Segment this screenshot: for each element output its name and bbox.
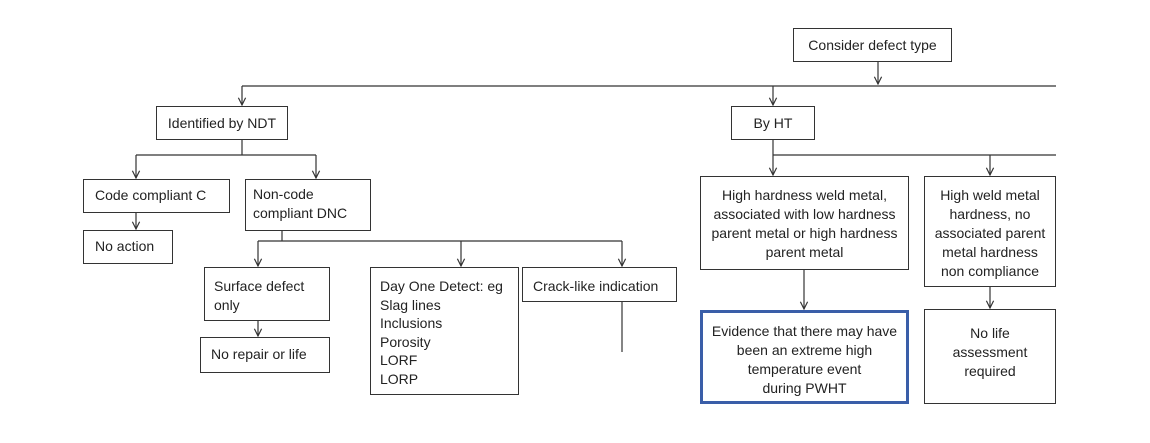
node-by-ht: By HT (731, 106, 815, 140)
node-no-repair-or-life: No repair or life (200, 337, 330, 373)
node-no-action: No action (83, 230, 173, 264)
node-non-code-compliant: Non-code compliant DNC (245, 179, 371, 231)
node-no-life-assessment: No life assessment required (924, 309, 1056, 404)
node-code-compliant-c: Code compliant C (83, 179, 230, 213)
node-crack-like-indication: Crack-like indication (522, 267, 677, 302)
node-identified-by-ndt: Identified by NDT (156, 106, 288, 140)
node-day-one-detect: Day One Detect: eg Slag lines Inclusions… (370, 267, 519, 395)
node-consider-defect-type: Consider defect type (793, 28, 952, 62)
node-high-weld-metal-hardness: High weld metal hardness, no associated … (924, 176, 1056, 287)
node-extreme-temperature-evidence: Evidence that there may have been an ext… (700, 310, 909, 404)
node-surface-defect-only: Surface defect only (204, 267, 330, 321)
node-high-hardness-weld-metal: High hardness weld metal, associated wit… (700, 176, 909, 270)
